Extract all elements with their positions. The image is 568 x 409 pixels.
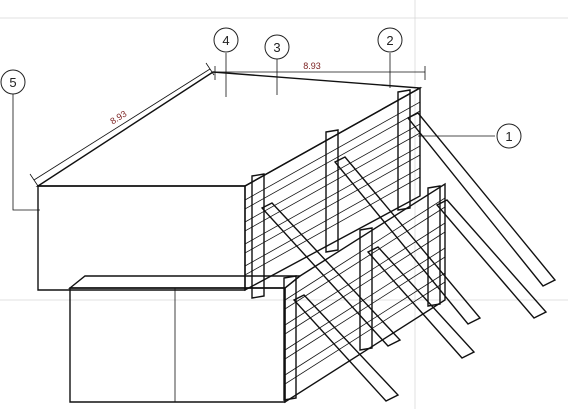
- strut-upper-2: [333, 156, 482, 325]
- lower-board-3: [284, 247, 446, 360]
- upper-gabion-front-face: [37, 185, 246, 291]
- dimension-top-value: 8.93: [303, 61, 321, 71]
- vertical-studs: [251, 89, 441, 401]
- strut-upper-1: [260, 202, 402, 347]
- lower-gabion-front-face: [69, 287, 286, 403]
- upper-gabion-side-face: [244, 86, 421, 292]
- upper-board-1: [244, 101, 421, 210]
- upper-board-3: [244, 145, 421, 254]
- callout-4: 4: [213, 27, 239, 53]
- stud-upper-2: [325, 129, 339, 253]
- lower-gabion-top-face: [68, 275, 302, 289]
- stud-lower-3: [427, 185, 441, 307]
- callout-leaders: [12, 53, 495, 211]
- lower-board-4: [284, 272, 446, 385]
- leader-5: [12, 94, 40, 211]
- callout-5-circle: [0, 69, 26, 95]
- callout-2-circle: [377, 27, 403, 53]
- lower-board-1: [284, 197, 446, 310]
- diagonal-struts: [260, 112, 557, 402]
- strut-lower-3: [435, 199, 548, 319]
- stud-upper-1: [251, 173, 265, 299]
- upper-gabion-top-face: [35, 71, 423, 187]
- dimension-side: 8.93: [29, 62, 215, 187]
- strut-lower-2: [366, 246, 476, 359]
- callout-5-label: 5: [9, 75, 16, 90]
- callout-3-circle: [264, 34, 290, 60]
- callout-5: 5: [0, 69, 26, 95]
- upper-formwork-boards: [244, 101, 421, 276]
- strut-lower-1: [292, 294, 400, 402]
- callout-1-label: 1: [505, 129, 512, 144]
- upper-board-4: [244, 167, 421, 276]
- dimension-top: 8.93: [214, 61, 426, 80]
- callout-3-label: 3: [273, 40, 280, 55]
- lower-board-2: [284, 222, 446, 335]
- dimension-side-line: [33, 68, 211, 181]
- callout-3: 3: [264, 34, 290, 60]
- dimension-side-tick-lower: [29, 173, 39, 187]
- dimension-side-value: 8.93: [108, 109, 128, 127]
- lower-formwork-boards: [284, 197, 446, 385]
- stud-lower-2: [359, 227, 373, 351]
- stud-upper-3: [397, 89, 411, 211]
- callout-1-circle: [496, 123, 522, 149]
- stud-lower-1: [283, 275, 297, 401]
- callout-4-label: 4: [222, 33, 229, 48]
- callout-2-label: 2: [386, 33, 393, 48]
- callout-2: 2: [377, 27, 403, 53]
- dimension-side-tick-upper: [205, 62, 215, 76]
- callout-4-circle: [213, 27, 239, 53]
- callout-1: 1: [496, 123, 522, 149]
- strut-upper-3: [406, 112, 557, 287]
- upper-gabion-row: [35, 71, 423, 292]
